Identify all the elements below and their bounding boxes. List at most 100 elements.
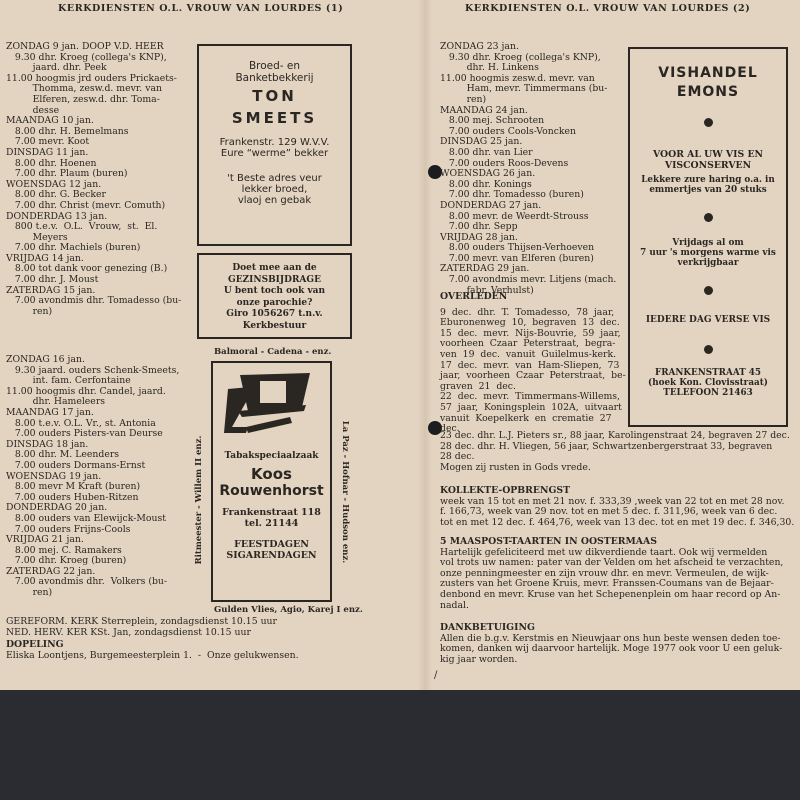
punch-hole-bottom xyxy=(428,421,442,435)
schedule-line: VRIJDAG 14 jan. xyxy=(6,252,84,264)
schedule-line: 8.00 mevr. de Weerdt-Strouss xyxy=(440,210,589,222)
schedule-line: 8.00 dhr. G. Becker xyxy=(6,189,106,201)
tabak-feestdagen: FEESTDAGEN xyxy=(234,539,309,550)
overleden-wide: 23 dec. dhr. L.J. Pieters sr., 88 jaar, … xyxy=(440,430,795,473)
schedule-line: 8.00 ouders van Elewijck-Moust xyxy=(6,512,166,524)
dank-line: kig jaar worden. xyxy=(440,653,518,665)
schedule-line: DINSDAG 11 jan. xyxy=(6,146,89,158)
obituary-line: 17 dec. mevr. van Ham-Sliepen, 73 xyxy=(440,359,620,371)
obituary-line: dec. xyxy=(440,423,460,435)
tabak-name-rouwenhorst: Rouwenhorst xyxy=(219,483,324,499)
obituary-line: 15 dec. mevr. Nijs-Bouvrie, 59 jaar, xyxy=(440,327,621,339)
schedule-line: ren) xyxy=(440,93,487,105)
dopeling-title: DOPELING xyxy=(6,639,64,651)
maaspost-title: 5 MAASPOST-TAARTEN IN OOSTERMAAS xyxy=(440,536,657,547)
schedule-line: 7.00 mevr. van Elferen (buren) xyxy=(440,252,594,264)
right-page-header: KERKDIENSTEN O.L. VROUW VAN LOURDES (2) xyxy=(465,3,751,14)
obituary-line: 28 dec. dhr. H. Vliegen, 56 jaar, Schwar… xyxy=(440,440,773,452)
dank-line: Allen die b.g.v. Kerstmis en Nieuwjaar o… xyxy=(440,632,781,644)
maaspost-line: nadal. xyxy=(440,599,469,611)
schedule-line: VRIJDAG 28 jan. xyxy=(440,231,518,243)
schedule-line: 8.00 mej. Schrooten xyxy=(440,115,545,127)
schedule-line: 11.00 hoogmis dhr. Candel, jaard. xyxy=(6,385,166,397)
vis-line6: 7 uur 's morgens warme vis xyxy=(640,248,776,258)
kollekte-text: week van 15 tot en met 21 nov. f. 333,39… xyxy=(440,496,795,529)
schedule-line: DONDERDAG 27 jan. xyxy=(440,199,542,211)
gezin-line3: U bent toch ook van xyxy=(223,286,326,296)
schedule-line: 7.00 dhr. Plaum (buren) xyxy=(6,168,128,180)
schedule-line: 800 t.e.v. O.L. Vrouw, st. El. xyxy=(6,221,158,233)
dank-title: DANKBETUIGING xyxy=(440,622,535,633)
schedule-line: 11.00 hoogmis zesw.d. mevr. van xyxy=(440,72,595,84)
schedule-line: 7.00 dhr. J. Moust xyxy=(6,274,99,286)
maaspost-line: vol trots uw namen: pater van der Velden… xyxy=(440,557,784,569)
maaspost-line: denbond en mevr. Kruse van het Schepenen… xyxy=(440,588,781,600)
schedule-line: ZONDAG 9 jan. DOOP V.D. HEER xyxy=(6,41,164,52)
left-page-header: KERKDIENSTEN O.L. VROUW VAN LOURDES (1) xyxy=(58,3,344,14)
schedule-line: DONDERDAG 20 jan. xyxy=(6,502,108,514)
vis-address: FRANKENSTRAAT 45 xyxy=(654,368,762,378)
schedule-line: 7.00 dhr. Kroeg (buren) xyxy=(6,555,127,567)
schedule-line: MAANDAG 24 jan. xyxy=(440,104,528,116)
obituary-line: jaar, voorheen Czaar Peterstraat, be- xyxy=(440,370,626,382)
schedule-line: 7.00 dhr. Christ (mevr. Comuth) xyxy=(6,199,166,211)
vis-line3: Lekkere zure haring o.a. in xyxy=(641,175,775,185)
tabak-phone: tel. 21144 xyxy=(244,518,299,529)
schedule-line: MAANDAG 17 jan. xyxy=(6,406,94,418)
schedule-line: 8.00 dhr. Konings xyxy=(440,178,532,190)
bakker-tagline2: lekker broed, xyxy=(241,184,308,195)
schedule-line: WOENSDAG 19 jan. xyxy=(6,470,102,482)
kollekte-section: KOLLEKTE-OPBRENGST week van 15 tot en me… xyxy=(440,485,795,529)
schedule-line: fabr. Verhulst) xyxy=(440,284,534,296)
bullet-icon xyxy=(703,213,713,222)
maaspost-section: 5 MAASPOST-TAARTEN IN OOSTERMAAS Harteli… xyxy=(440,536,795,611)
gezin-line6: Kerkbestuur xyxy=(242,320,307,331)
schedule-line: 8.00 mevr M Kraft (buren) xyxy=(6,481,141,493)
bakker-tagline1: 't Beste adres veur xyxy=(227,173,322,184)
schedule-line: Thomma, zesw.d. mevr. van xyxy=(6,83,162,95)
schedule-line: 7.00 dhr. Sepp xyxy=(440,221,518,233)
obituary-line: graven 21 dec. xyxy=(440,380,516,392)
schedule-line: ZONDAG 23 jan. xyxy=(440,41,519,52)
schedule-line: 8.00 t.e.v. O.L. Vr., st. Antonia xyxy=(6,417,156,429)
schedule-line: 9.30 dhr. Kroeg (collega's KNP), xyxy=(440,51,601,63)
bakker-slogan: Eure “werme” bekker xyxy=(220,148,329,159)
tabak-address: Frankenstraat 118 xyxy=(222,507,321,518)
left-footer: GEREFORM. KERK Sterreplein, zondagsdiens… xyxy=(6,616,406,661)
schedule-line: 7.00 ouders Huben-Ritzen xyxy=(6,491,139,503)
bakker-name-ton: TON xyxy=(252,87,297,105)
schedule-line: ZATERDAG 22 jan. xyxy=(6,565,96,577)
schedule-line: 8.00 dhr. H. Bemelmans xyxy=(6,125,129,137)
tabak-brands-top: Balmoral - Cadena - enz. xyxy=(214,347,332,357)
overleden-title: OVERLEDEN xyxy=(440,291,508,302)
schedule-line: Ham, mevr. Timmermans (bu- xyxy=(440,83,608,95)
schedule-line: Elferen, zesw.d. dhr. Toma- xyxy=(6,93,160,105)
schedule-line: 7.00 ouders Frijns-Cools xyxy=(6,523,131,535)
gezin-line1: Doet mee aan de xyxy=(232,263,317,273)
vis-line5: Vrijdags al om xyxy=(672,238,744,248)
maaspost-line: onze penningmeester en zijn vrouw dhr. e… xyxy=(440,567,769,579)
schedule-line: WOENSDAG 12 jan. xyxy=(6,178,102,190)
dank-section: DANKBETUIGING Allen die b.g.v. Kerstmis … xyxy=(440,622,795,665)
gezin-line4: onze parochie? xyxy=(236,297,313,308)
tabak-line1: Tabakspeciaalzaak xyxy=(224,451,319,461)
schedule-line: DINSDAG 18 jan. xyxy=(6,438,89,450)
ad-gezinsbijdrage: Doet mee aan de GEZINSBIJDRAGE U bent to… xyxy=(197,253,352,339)
schedule-line: 8.00 dhr. van Lier xyxy=(440,146,533,158)
schedule-line: 7.00 dhr. Machiels (buren) xyxy=(6,242,141,254)
schedule-line: 7.00 ouders Cools-Voncken xyxy=(440,125,577,137)
booklet-spread: KERKDIENSTEN O.L. VROUW VAN LOURDES (1) … xyxy=(0,0,800,690)
schedule-line: 8.00 dhr. Hoenen xyxy=(6,157,97,169)
schedule-line: ren) xyxy=(6,587,53,599)
schedule-line: DONDERDAG 13 jan. xyxy=(6,210,108,222)
overleden-list: 9 dec. dhr. T. Tomadesso, 78 jaar,Eburon… xyxy=(440,306,626,435)
schedule-line: 8.00 dhr. M. Leenders xyxy=(6,449,120,461)
obituary-line: 9 dec. dhr. T. Tomadesso, 78 jaar, xyxy=(440,306,615,318)
tabak-brands-bottom: Gulden Vlies, Agio, Karej I enz. xyxy=(214,605,363,615)
schedule-line: dhr. H. Linkens xyxy=(440,62,539,74)
overleden-section: OVERLEDEN 9 dec. dhr. T. Tomadesso, 78 j… xyxy=(440,291,626,435)
footer-line-gereform: GEREFORM. KERK Sterreplein, zondagsdiens… xyxy=(6,616,277,627)
obituary-line: 22 dec. mevr. Timmermans-Willems, xyxy=(440,391,620,403)
bullet-icon xyxy=(703,118,713,127)
schedule-line: 7.00 ouders Roos-Devens xyxy=(440,157,569,169)
